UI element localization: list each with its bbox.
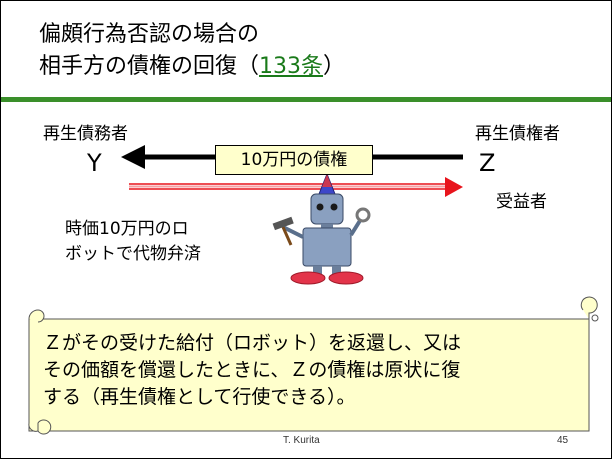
scroll-line1: Ｚがその受けた給付（ロボット）を返還し、又は xyxy=(43,332,462,354)
scroll-banner xyxy=(28,296,599,435)
scroll-line2: その価額を償還したときに、Ｚの債権は原状に復 xyxy=(43,359,461,381)
title-line2-suffix: ） xyxy=(323,54,346,79)
robot-note-line2: ボットで代物弁済 xyxy=(65,244,201,264)
title-divider xyxy=(1,97,611,102)
payment-arrow xyxy=(129,177,463,197)
debtor-role-label: 再生債務者 xyxy=(43,124,128,144)
robot-icon xyxy=(272,172,371,285)
debtor-letter: Y xyxy=(87,149,102,177)
beneficiary-label: 受益者 xyxy=(496,192,547,212)
title-line2-prefix: 相手方の債権の回復（ xyxy=(39,54,260,79)
scroll-text: Ｚがその受けた給付（ロボット）を返還し、又は その価額を償還したときに、Ｚの債権… xyxy=(43,330,583,411)
scroll-line3: する（再生債権として行使できる）。 xyxy=(43,386,356,408)
page-number: 45 xyxy=(557,435,569,446)
footer-author: T. Kurita xyxy=(283,435,320,446)
article-133-link[interactable]: 133条 xyxy=(259,54,324,79)
title-line1: 偏頗行為否認の場合の xyxy=(39,22,260,47)
robot-note-line1: 時価10万円のロ xyxy=(65,219,189,239)
claim-label-box: 10万円の債権 xyxy=(215,145,373,175)
slide-title: 偏頗行為否認の場合の 相手方の債権の回復（133条） xyxy=(39,19,345,83)
creditor-letter: Z xyxy=(479,149,496,177)
creditor-role-label: 再生債権者 xyxy=(475,124,560,144)
